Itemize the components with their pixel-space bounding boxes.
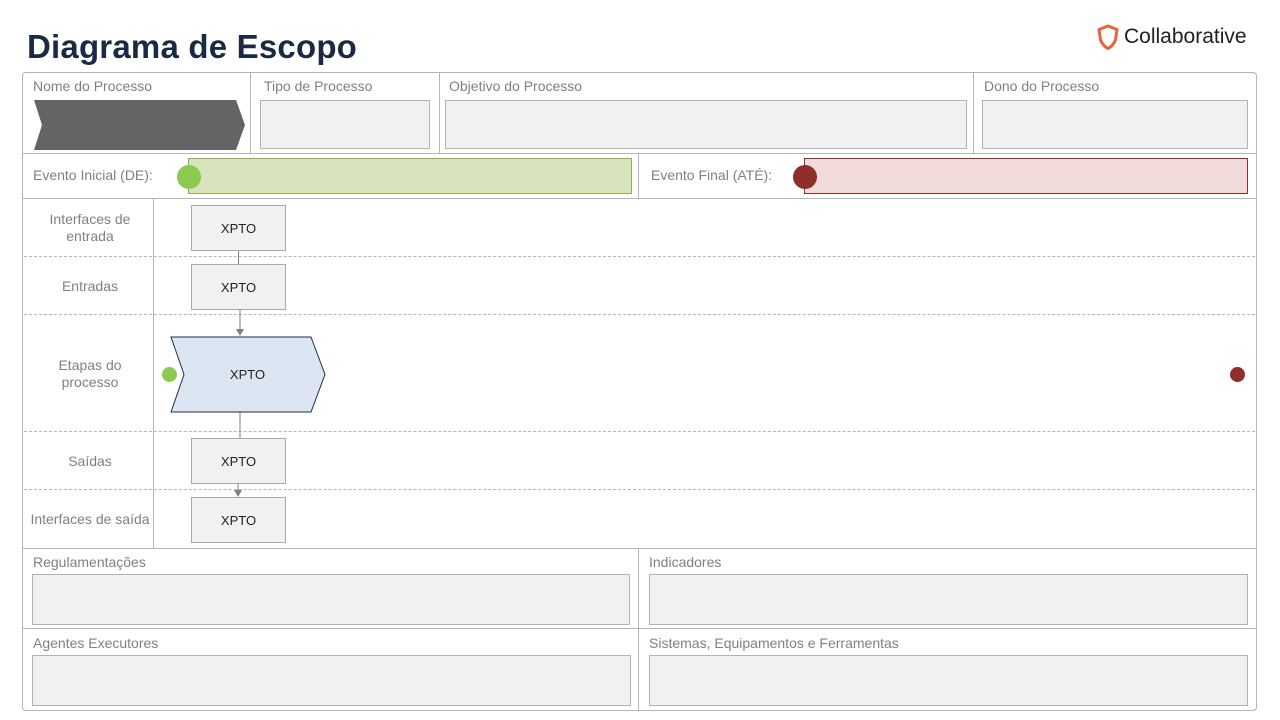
- process-name-cell: Nome do Processo: [22, 72, 251, 154]
- process-owner-field[interactable]: [982, 100, 1248, 149]
- lane-label-outputs: Saídas: [68, 452, 112, 469]
- start-event-cell: Evento Inicial (DE):: [22, 153, 640, 199]
- process-end-dot: [1230, 367, 1245, 382]
- agents-field[interactable]: [32, 655, 631, 706]
- lane-label-divider: [153, 199, 154, 548]
- process-type-label: Tipo de Processo: [264, 78, 373, 94]
- lane-separator: [24, 431, 1255, 432]
- process-type-field[interactable]: [260, 100, 430, 149]
- systems-cell: Sistemas, Equipamentos e Ferramentas: [638, 628, 1257, 711]
- end-event-dot: [793, 165, 817, 189]
- process-step-shape: [170, 336, 326, 413]
- agents-cell: Agentes Executores: [22, 628, 640, 711]
- lane-label-inputs: Entradas: [61, 277, 119, 294]
- process-step-chevron[interactable]: XPTO: [170, 336, 326, 413]
- regulations-label: Regulamentações: [33, 554, 146, 570]
- lane-label-process-steps: Etapas do processo: [58, 356, 122, 390]
- logo-shield-icon: [1097, 24, 1119, 50]
- systems-label: Sistemas, Equipamentos e Ferramentas: [649, 635, 899, 651]
- process-step-label: XPTO: [229, 367, 266, 382]
- systems-field[interactable]: [649, 655, 1248, 706]
- regulations-field[interactable]: [32, 574, 630, 625]
- lane-separator: [24, 314, 1255, 315]
- output-box[interactable]: XPTO: [191, 438, 286, 484]
- process-name-chevron[interactable]: [34, 100, 246, 150]
- lane-separator: [24, 489, 1255, 490]
- arrowhead-icon: [236, 329, 244, 336]
- indicators-field[interactable]: [649, 574, 1248, 625]
- start-event-label: Evento Inicial (DE):: [33, 167, 153, 183]
- process-objective-label: Objetivo do Processo: [449, 78, 583, 94]
- process-type-cell: Tipo de Processo: [250, 72, 440, 154]
- process-start-dot: [162, 367, 177, 382]
- indicators-cell: Indicadores: [638, 548, 1257, 630]
- output-interface-box[interactable]: XPTO: [191, 497, 286, 543]
- brand-logo: Collaborative: [1096, 24, 1247, 50]
- lane-label-output-interfaces: Interfaces de saída: [30, 510, 150, 527]
- input-interface-box[interactable]: XPTO: [191, 205, 286, 251]
- process-owner-cell: Dono do Processo: [973, 72, 1257, 154]
- arrowhead-icon: [234, 490, 242, 497]
- end-event-cell: Evento Final (ATÉ):: [638, 153, 1257, 199]
- page-title: Diagrama de Escopo: [27, 28, 358, 65]
- logo-text: Collaborative: [1124, 25, 1247, 48]
- lane-separator: [24, 256, 1255, 257]
- end-event-label: Evento Final (ATÉ):: [651, 167, 773, 183]
- process-owner-label: Dono do Processo: [984, 78, 1100, 94]
- start-event-field[interactable]: [188, 158, 632, 194]
- indicators-label: Indicadores: [649, 554, 722, 570]
- agents-label: Agentes Executores: [33, 635, 159, 651]
- process-objective-field[interactable]: [445, 100, 967, 149]
- regulations-cell: Regulamentações: [22, 548, 640, 630]
- end-event-field[interactable]: [804, 158, 1248, 194]
- process-name-label: Nome do Processo: [33, 78, 153, 94]
- lane-label-input-interfaces: Interfaces de entrada: [49, 211, 131, 244]
- start-event-dot: [177, 165, 201, 189]
- input-box[interactable]: XPTO: [191, 264, 286, 310]
